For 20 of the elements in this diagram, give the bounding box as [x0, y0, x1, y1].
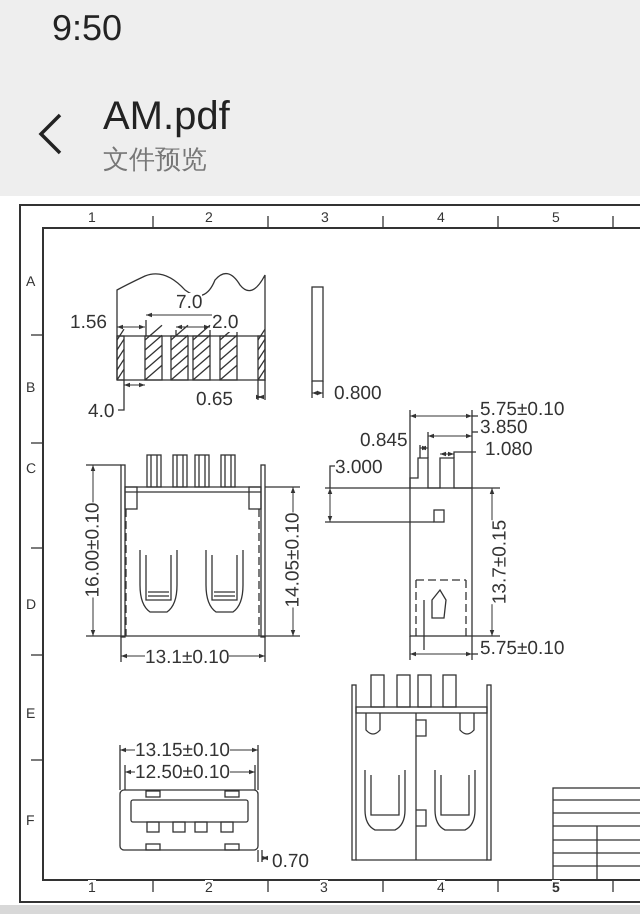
- grid-number: 1: [88, 880, 96, 894]
- grid-number: 3: [320, 880, 328, 894]
- grid-number: 3: [321, 210, 329, 224]
- status-time: 9:50: [52, 10, 122, 46]
- grid-letter: E: [26, 706, 36, 720]
- grid-letter: D: [26, 597, 36, 611]
- grid-number: 4: [437, 880, 445, 894]
- grid-letter: C: [26, 461, 36, 475]
- dimension-label: 2.0: [212, 313, 238, 332]
- grid-number: 4: [437, 210, 445, 224]
- grid-letter: B: [26, 380, 36, 394]
- grid-number: 1: [88, 210, 96, 224]
- grid-letter: A: [26, 274, 36, 288]
- grid-number: 2: [205, 210, 213, 224]
- grid-number: 5: [552, 210, 560, 224]
- grid-number: 5: [552, 880, 560, 894]
- file-title: AM.pdf: [103, 96, 230, 136]
- grid-number: 2: [205, 880, 213, 894]
- grid-letter: F: [26, 813, 35, 827]
- file-subtitle: 文件预览: [103, 146, 207, 172]
